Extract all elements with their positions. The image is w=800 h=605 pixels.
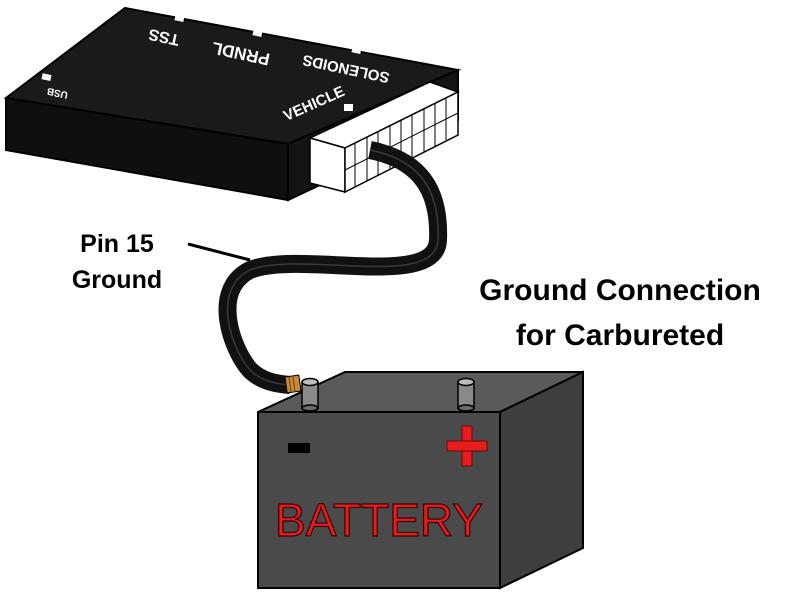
ground-connection-title: Ground Connection for Carbureted [440,268,800,358]
pin-pointer-line [187,242,251,262]
usb-indicator [41,73,52,81]
wire-ribbon-edge [226,149,439,386]
pin-15-ground-label: Pin 15 Ground [52,226,182,298]
solenoids-indicator [351,46,362,54]
control-module: USB TSS PRNDL SOLENOIDS VEHICLE [3,6,462,202]
vehicle-indicator [344,104,353,111]
battery-label: BATTERY [275,494,483,546]
pin-label-line1: Pin 15 [80,230,154,258]
battery: BATTERY [257,370,584,590]
usb-label: USB [46,85,69,100]
connection-title-line2: for Carbureted [515,319,725,352]
positive-sign [446,425,488,467]
tss-indicator [174,14,185,22]
negative-sign [288,443,310,453]
positive-terminal [457,377,475,412]
tss-label: TSS [147,25,181,48]
wire-copper-end [284,374,302,394]
negative-terminal [301,377,319,412]
prndl-indicator [252,29,263,37]
battery-side [499,370,584,590]
pin-label-line2: Ground [71,266,163,294]
connector-front [309,137,346,193]
connection-title-line1: Ground Connection [479,274,761,307]
ground-wire [187,141,448,394]
